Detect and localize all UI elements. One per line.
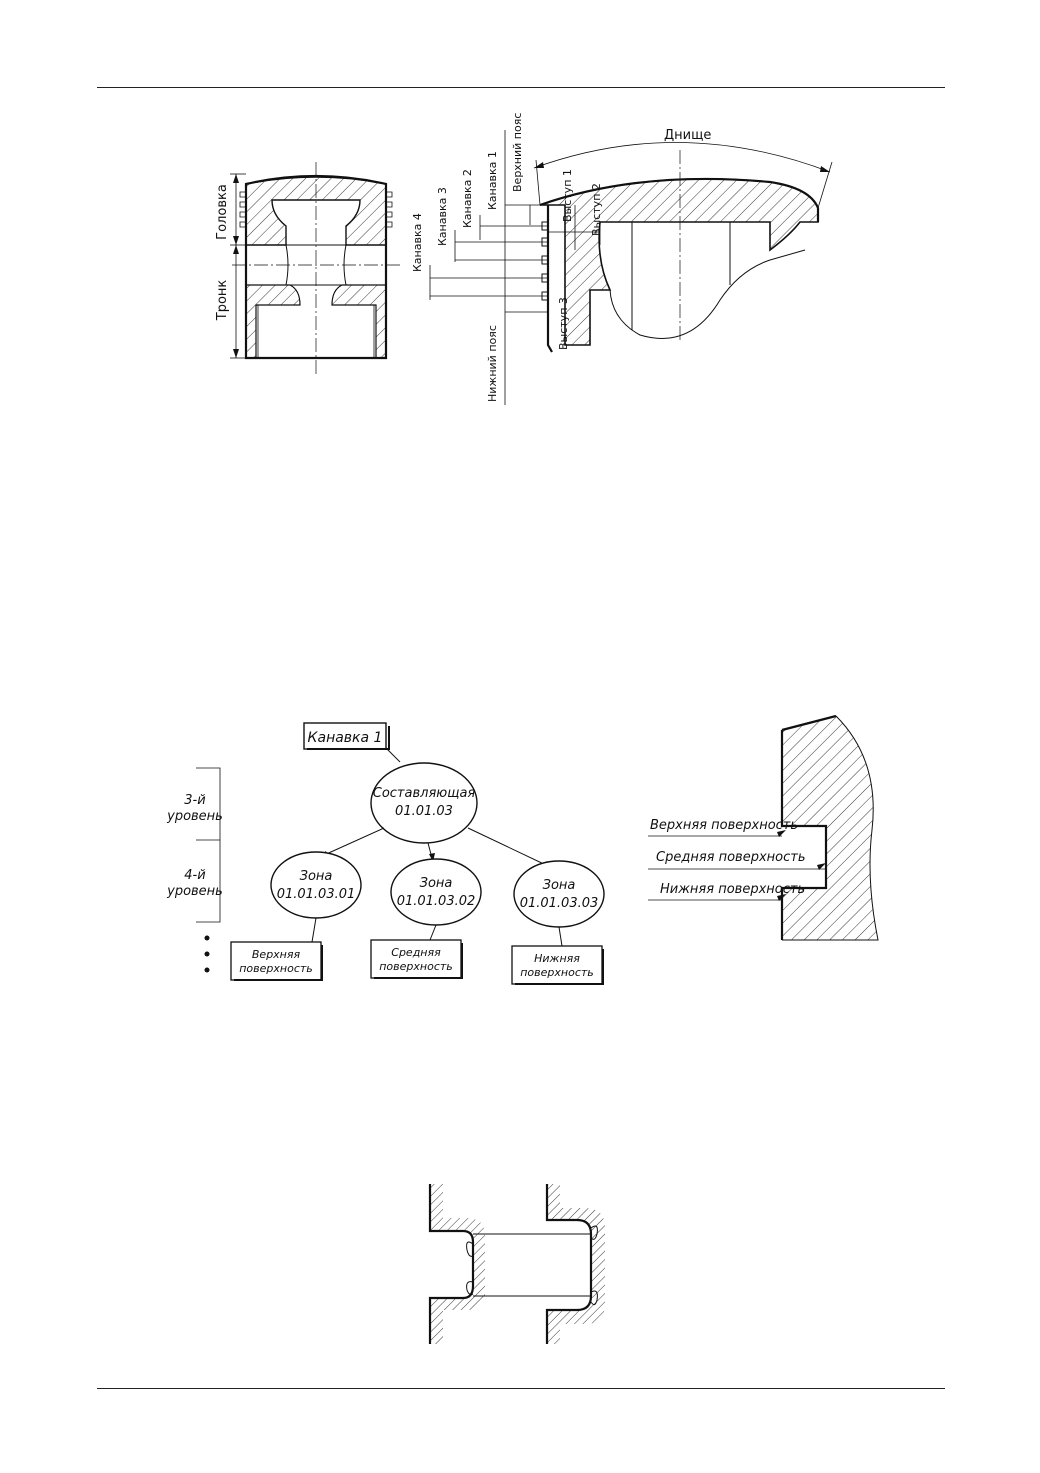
middle-surface-label: Средняя поверхность [656, 850, 805, 865]
groove-joint-figure [428, 1184, 605, 1344]
ledge-3-label: Выступ 3 [557, 297, 570, 350]
level-4-word: уровень [166, 884, 223, 899]
groove-2-label: Канавка 2 [461, 169, 474, 228]
component-title: Составляющая [373, 786, 476, 801]
zone-1-surface-line1: Верхняя [252, 948, 301, 961]
lower-surface-label: Нижняя поверхность [660, 882, 805, 897]
piston-figure: Головка Тронк Днище [215, 113, 833, 405]
groove-3-label: Канавка 3 [436, 187, 449, 246]
zone-1-code: 01.01.03.01 [277, 887, 356, 902]
zone-1-surface-line2: поверхность [239, 962, 313, 975]
zone-tree-figure: 3-й уровень 4-й уровень Канавка 1 Состав… [166, 714, 879, 985]
zone-2-code: 01.01.03.02 [397, 894, 476, 909]
zone-3-title: Зона [543, 878, 576, 893]
ledge-2-label: Выступ 2 [590, 183, 603, 236]
footer-rule [97, 1388, 945, 1389]
piston-side-view: Головка Тронк [215, 162, 400, 376]
component-node [370, 762, 478, 844]
zone-2-title: Зона [420, 876, 453, 891]
zone-3-code: 01.01.03.03 [520, 896, 599, 911]
zone-3-surface-line1: Нижняя [534, 952, 580, 965]
upper-surface-label: Верхняя поверхность [650, 818, 798, 833]
level-3-word: уровень [166, 809, 223, 824]
level-4-number: 4-й [184, 868, 205, 883]
upper-belt-label: Верхний пояс [511, 113, 524, 192]
piston-crown-detail: Днище Верхн [411, 113, 833, 405]
groove-section: Верхняя поверхность Средняя поверхность … [648, 714, 879, 941]
zone-3-surface-line2: поверхность [520, 966, 594, 979]
zone-1-title: Зона [300, 869, 333, 884]
header-rule [97, 87, 945, 88]
zone-2-surface-line2: поверхность [379, 960, 453, 973]
zone-node-2 [390, 858, 482, 926]
zone-2-surface-line1: Средняя [391, 946, 441, 959]
lower-belt-label: Нижний пояс [486, 325, 499, 402]
head-label: Головка [215, 184, 230, 240]
trunk-label: Тронк [215, 280, 230, 322]
groove-4-label: Канавка 4 [411, 213, 424, 272]
ledge-1-label: Выступ 1 [561, 169, 574, 222]
zone-node-1 [270, 851, 362, 919]
element-label: Канавка 1 [308, 730, 383, 746]
groove-1-label: Канавка 1 [486, 151, 499, 210]
crown-label: Днище [664, 128, 711, 143]
component-code: 01.01.03 [395, 804, 453, 819]
zone-node-3 [513, 860, 605, 928]
level-3-number: 3-й [184, 793, 205, 808]
